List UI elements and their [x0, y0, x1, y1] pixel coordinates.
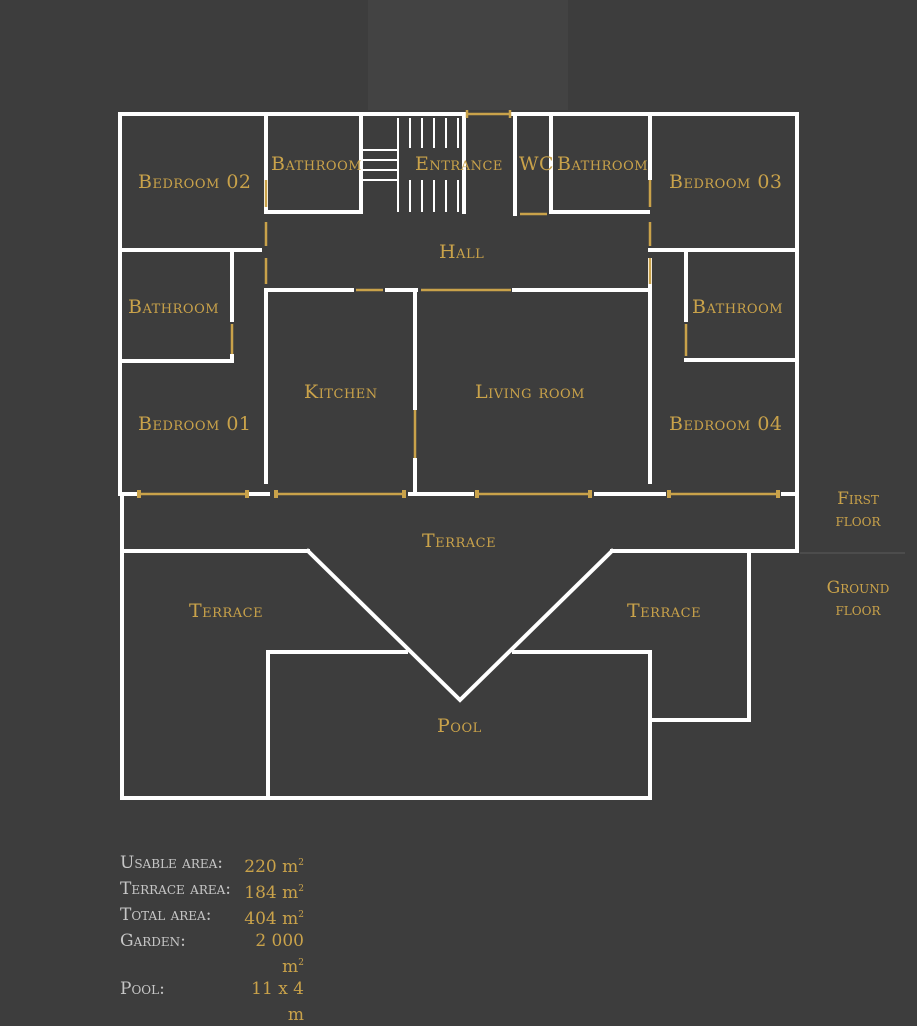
- door-hinges: [137, 490, 780, 498]
- ground-floor-line1: Ground: [826, 578, 890, 598]
- label-bedroom-01: Bedroom 01: [138, 413, 252, 435]
- label-bedroom-04: Bedroom 04: [669, 413, 783, 435]
- top-band: [368, 0, 568, 110]
- label-kitchen: Kitchen: [304, 381, 378, 403]
- stat-value: 11 x 4 m: [251, 979, 304, 1025]
- stat-row: Usable area: 220 m2: [120, 852, 304, 878]
- area-stats: Usable area: 220 m2 Terrace area: 184 m2…: [120, 852, 304, 1026]
- label-wc: WC: [519, 153, 555, 175]
- stat-label: Garden:: [120, 931, 186, 951]
- label-hall: Hall: [439, 241, 485, 263]
- label-bathroom-left: Bathroom: [128, 296, 220, 318]
- label-terrace-right: Terrace: [627, 600, 702, 622]
- label-entrance: Entrance: [415, 153, 503, 175]
- label-terrace-left: Terrace: [189, 600, 264, 622]
- stat-value: 404 m2: [244, 909, 304, 929]
- floor-plan: [118, 0, 905, 800]
- stat-label: Terrace area:: [120, 879, 232, 899]
- first-floor-line1: First: [837, 489, 879, 509]
- label-bedroom-03: Bedroom 03: [669, 171, 783, 193]
- stairs: [363, 118, 459, 212]
- stat-label: Total area:: [120, 905, 212, 925]
- label-bathroom-right: Bathroom: [692, 296, 784, 318]
- label-pool: Pool: [437, 715, 482, 737]
- label-terrace-first: Terrace: [422, 530, 497, 552]
- label-bedroom-02: Bedroom 02: [138, 171, 252, 193]
- stat-row: Total area: 404 m2: [120, 904, 304, 930]
- label-bathroom-top-left: Bathroom: [271, 153, 363, 175]
- walls: [118, 112, 799, 800]
- stat-row: Pool: 11 x 4 m: [120, 978, 304, 1026]
- stat-label: Usable area:: [120, 853, 224, 873]
- stat-label: Pool:: [120, 979, 165, 999]
- stat-row: Terrace area: 184 m2: [120, 878, 304, 904]
- stat-value: 2 000 m2: [255, 931, 304, 977]
- ground-floor-label: Ground floor: [803, 577, 913, 621]
- first-floor-label: First floor: [803, 488, 913, 532]
- stat-value: 184 m2: [244, 883, 304, 903]
- label-bathroom-top-right: Bathroom: [557, 153, 649, 175]
- doors: [140, 110, 778, 496]
- label-living-room: Living room: [475, 381, 585, 403]
- stat-row: Garden: 2 000 m2: [120, 930, 304, 978]
- first-floor-line2: floor: [835, 511, 881, 531]
- ground-floor-line2: floor: [835, 600, 881, 620]
- stat-value: 220 m2: [244, 857, 304, 877]
